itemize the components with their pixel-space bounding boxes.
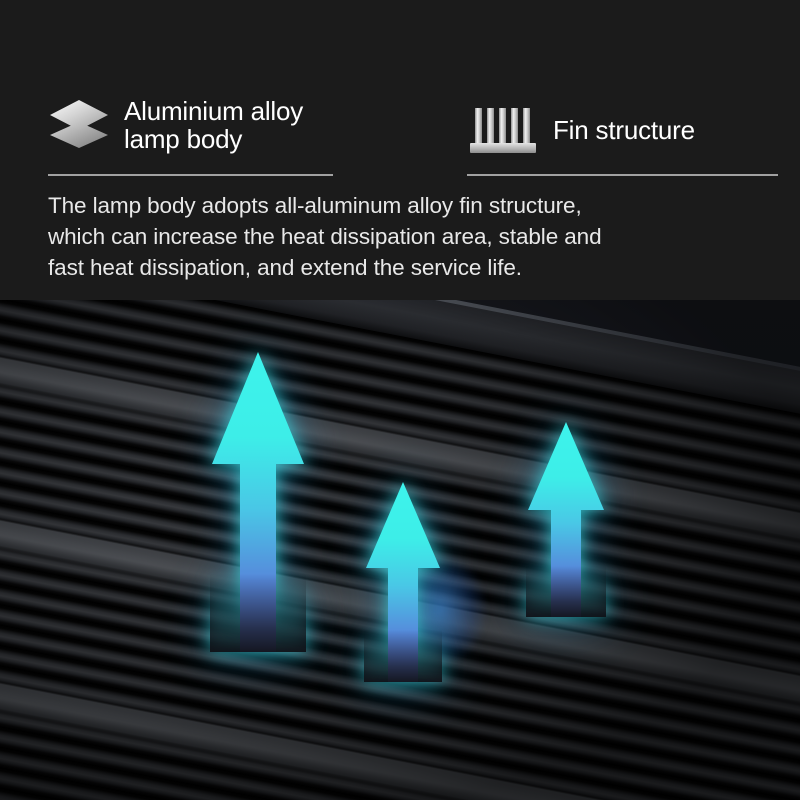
heading-divider-left (48, 174, 333, 176)
feature-fin-structure: Fin structure (467, 96, 782, 164)
feature-title: Fin structure (553, 115, 695, 145)
heat-flow-arrow-right (526, 422, 606, 617)
body-copy: The lamp body adopts all-aluminum alloy … (48, 190, 748, 283)
feature-heading-row: Aluminium alloy lamp body (0, 0, 800, 180)
heatsink-fins-icon (467, 104, 539, 156)
feature-title: Aluminium alloy lamp body (124, 96, 304, 154)
heat-flow-arrow-middle (364, 482, 442, 682)
product-photo-heatsink (0, 300, 800, 800)
feature-heading: Aluminium alloy lamp body (48, 96, 338, 164)
feature-heading: Fin structure (467, 96, 782, 164)
stacked-plates-icon (48, 96, 110, 152)
feature-aluminium-alloy-lamp-body: Aluminium alloy lamp body (48, 96, 338, 164)
body-copy-line: The lamp body adopts all-aluminum alloy … (48, 193, 582, 218)
heading-divider-right (467, 174, 778, 176)
heat-flow-arrow-large (210, 352, 306, 652)
body-copy-line: which can increase the heat dissipation … (48, 224, 602, 249)
header-section: Aluminium alloy lamp body (0, 0, 800, 300)
body-copy-line: fast heat dissipation, and extend the se… (48, 255, 522, 280)
